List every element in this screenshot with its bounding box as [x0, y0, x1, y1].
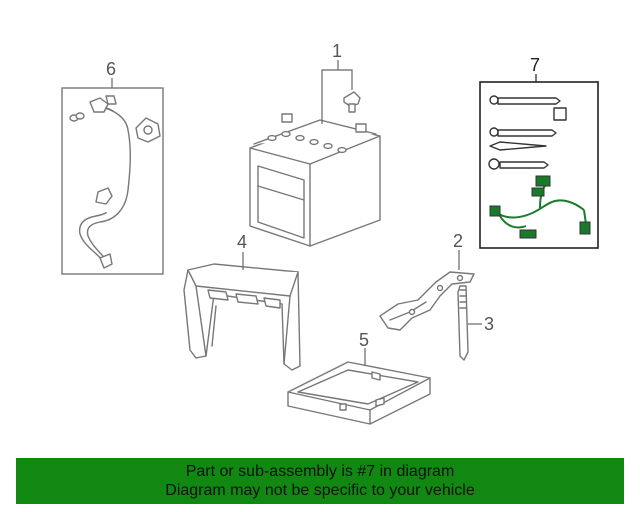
part-7-harness-kit[interactable]	[479, 74, 599, 249]
cable-clip-icon	[95, 187, 113, 205]
part-5-battery-tray[interactable]	[287, 348, 431, 425]
callout-6: 6	[106, 59, 116, 79]
notice-banner: Part or sub-assembly is #7 in diagram Di…	[16, 458, 624, 504]
part-1-battery[interactable]	[249, 60, 381, 247]
banner-line-2: Diagram may not be specific to your vehi…	[165, 482, 475, 499]
callout-5: 5	[359, 330, 369, 350]
callout-1: 1	[332, 41, 342, 61]
j-bolt-rod	[457, 285, 469, 361]
cable-tie-icon	[488, 95, 567, 170]
callout-2: 2	[453, 231, 463, 251]
callout-7: 7	[530, 55, 540, 75]
bolt-icon	[343, 91, 361, 107]
wire-harness-icon	[489, 175, 591, 239]
terminal-clamp-icon	[89, 97, 109, 113]
battery-terminal-icon	[281, 113, 293, 123]
callout-3: 3	[484, 314, 494, 334]
part-3-j-bolt[interactable]	[457, 285, 482, 361]
bracket-body	[379, 271, 475, 331]
part-4-battery-box[interactable]	[183, 252, 301, 371]
callout-4: 4	[237, 232, 247, 252]
banner-line-1: Part or sub-assembly is #7 in diagram	[185, 463, 455, 480]
battery-vent-caps	[267, 130, 347, 154]
part-2-hold-down-bracket[interactable]	[379, 250, 475, 331]
part-6-cable-group[interactable]	[61, 78, 164, 275]
